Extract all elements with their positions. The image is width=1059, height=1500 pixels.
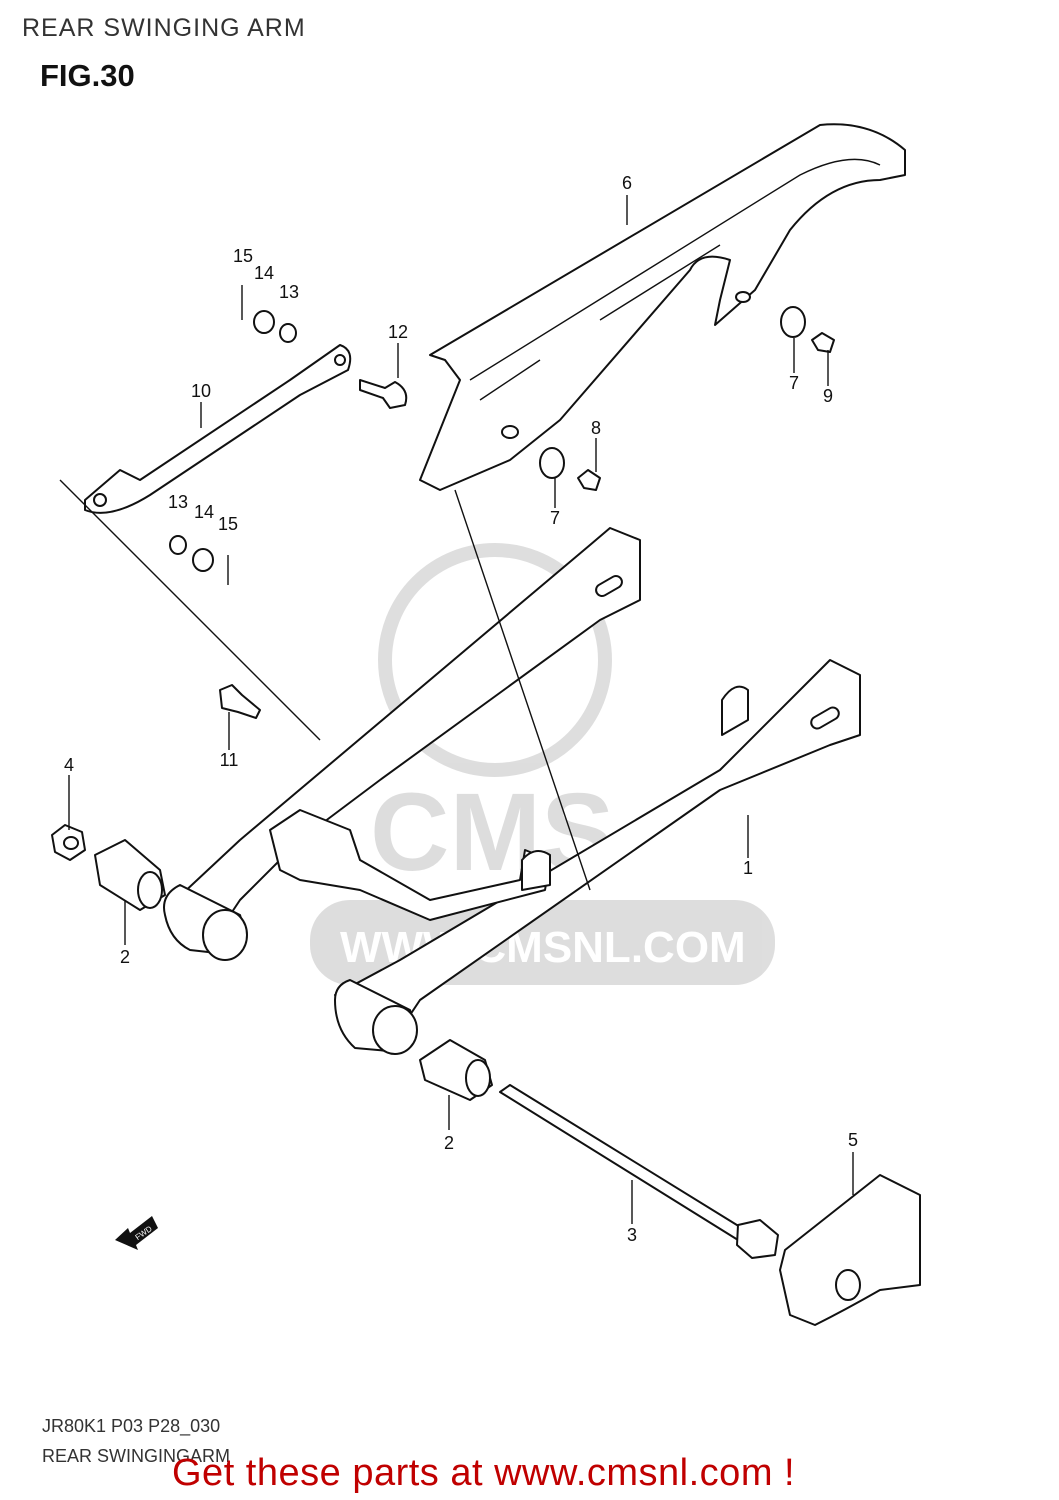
swing-arm: [163, 527, 861, 1055]
callout-13: 13: [279, 282, 299, 302]
callout-7: 7: [789, 373, 799, 393]
bushing: [94, 839, 493, 1101]
fwd-arrow-icon: FWD: [115, 1216, 158, 1250]
diagram-subtitle: REAR SWINGINGARM: [42, 1446, 231, 1466]
callout-4: 4: [64, 755, 74, 775]
callout-15: 15: [218, 514, 238, 534]
promo-link[interactable]: Get these parts at www.cmsnl.com !: [172, 1452, 796, 1494]
link-rod: [84, 344, 352, 514]
callout-12: 12: [388, 322, 408, 342]
callout-5: 5: [848, 1130, 858, 1150]
callout-2: 2: [120, 947, 130, 967]
chain-slider: [779, 1174, 921, 1326]
callout-2: 2: [444, 1133, 454, 1153]
figure-number: FIG.30: [40, 58, 135, 93]
leader-lines: [59, 195, 854, 1224]
diagram-code: JR80K1 P03 P28_030: [42, 1416, 221, 1436]
page-title: REAR SWINGING ARM: [22, 14, 306, 42]
callout-13: 13: [168, 492, 188, 512]
callout-14: 14: [254, 263, 274, 283]
callout-9: 9: [823, 386, 833, 406]
callout-14: 14: [194, 502, 214, 522]
pivot-bolt: [499, 1084, 779, 1259]
callout-15: 15: [233, 246, 253, 266]
callout-6: 6: [622, 173, 632, 193]
callout-8: 8: [591, 418, 601, 438]
hardware: [169, 285, 835, 719]
callout-3: 3: [627, 1225, 637, 1245]
chain-guard: [419, 123, 906, 491]
callout-10: 10: [191, 381, 211, 401]
callout-7: 7: [550, 508, 560, 528]
nut: [51, 824, 86, 861]
callout-1: 1: [743, 858, 753, 878]
callout-11: 11: [220, 750, 239, 770]
